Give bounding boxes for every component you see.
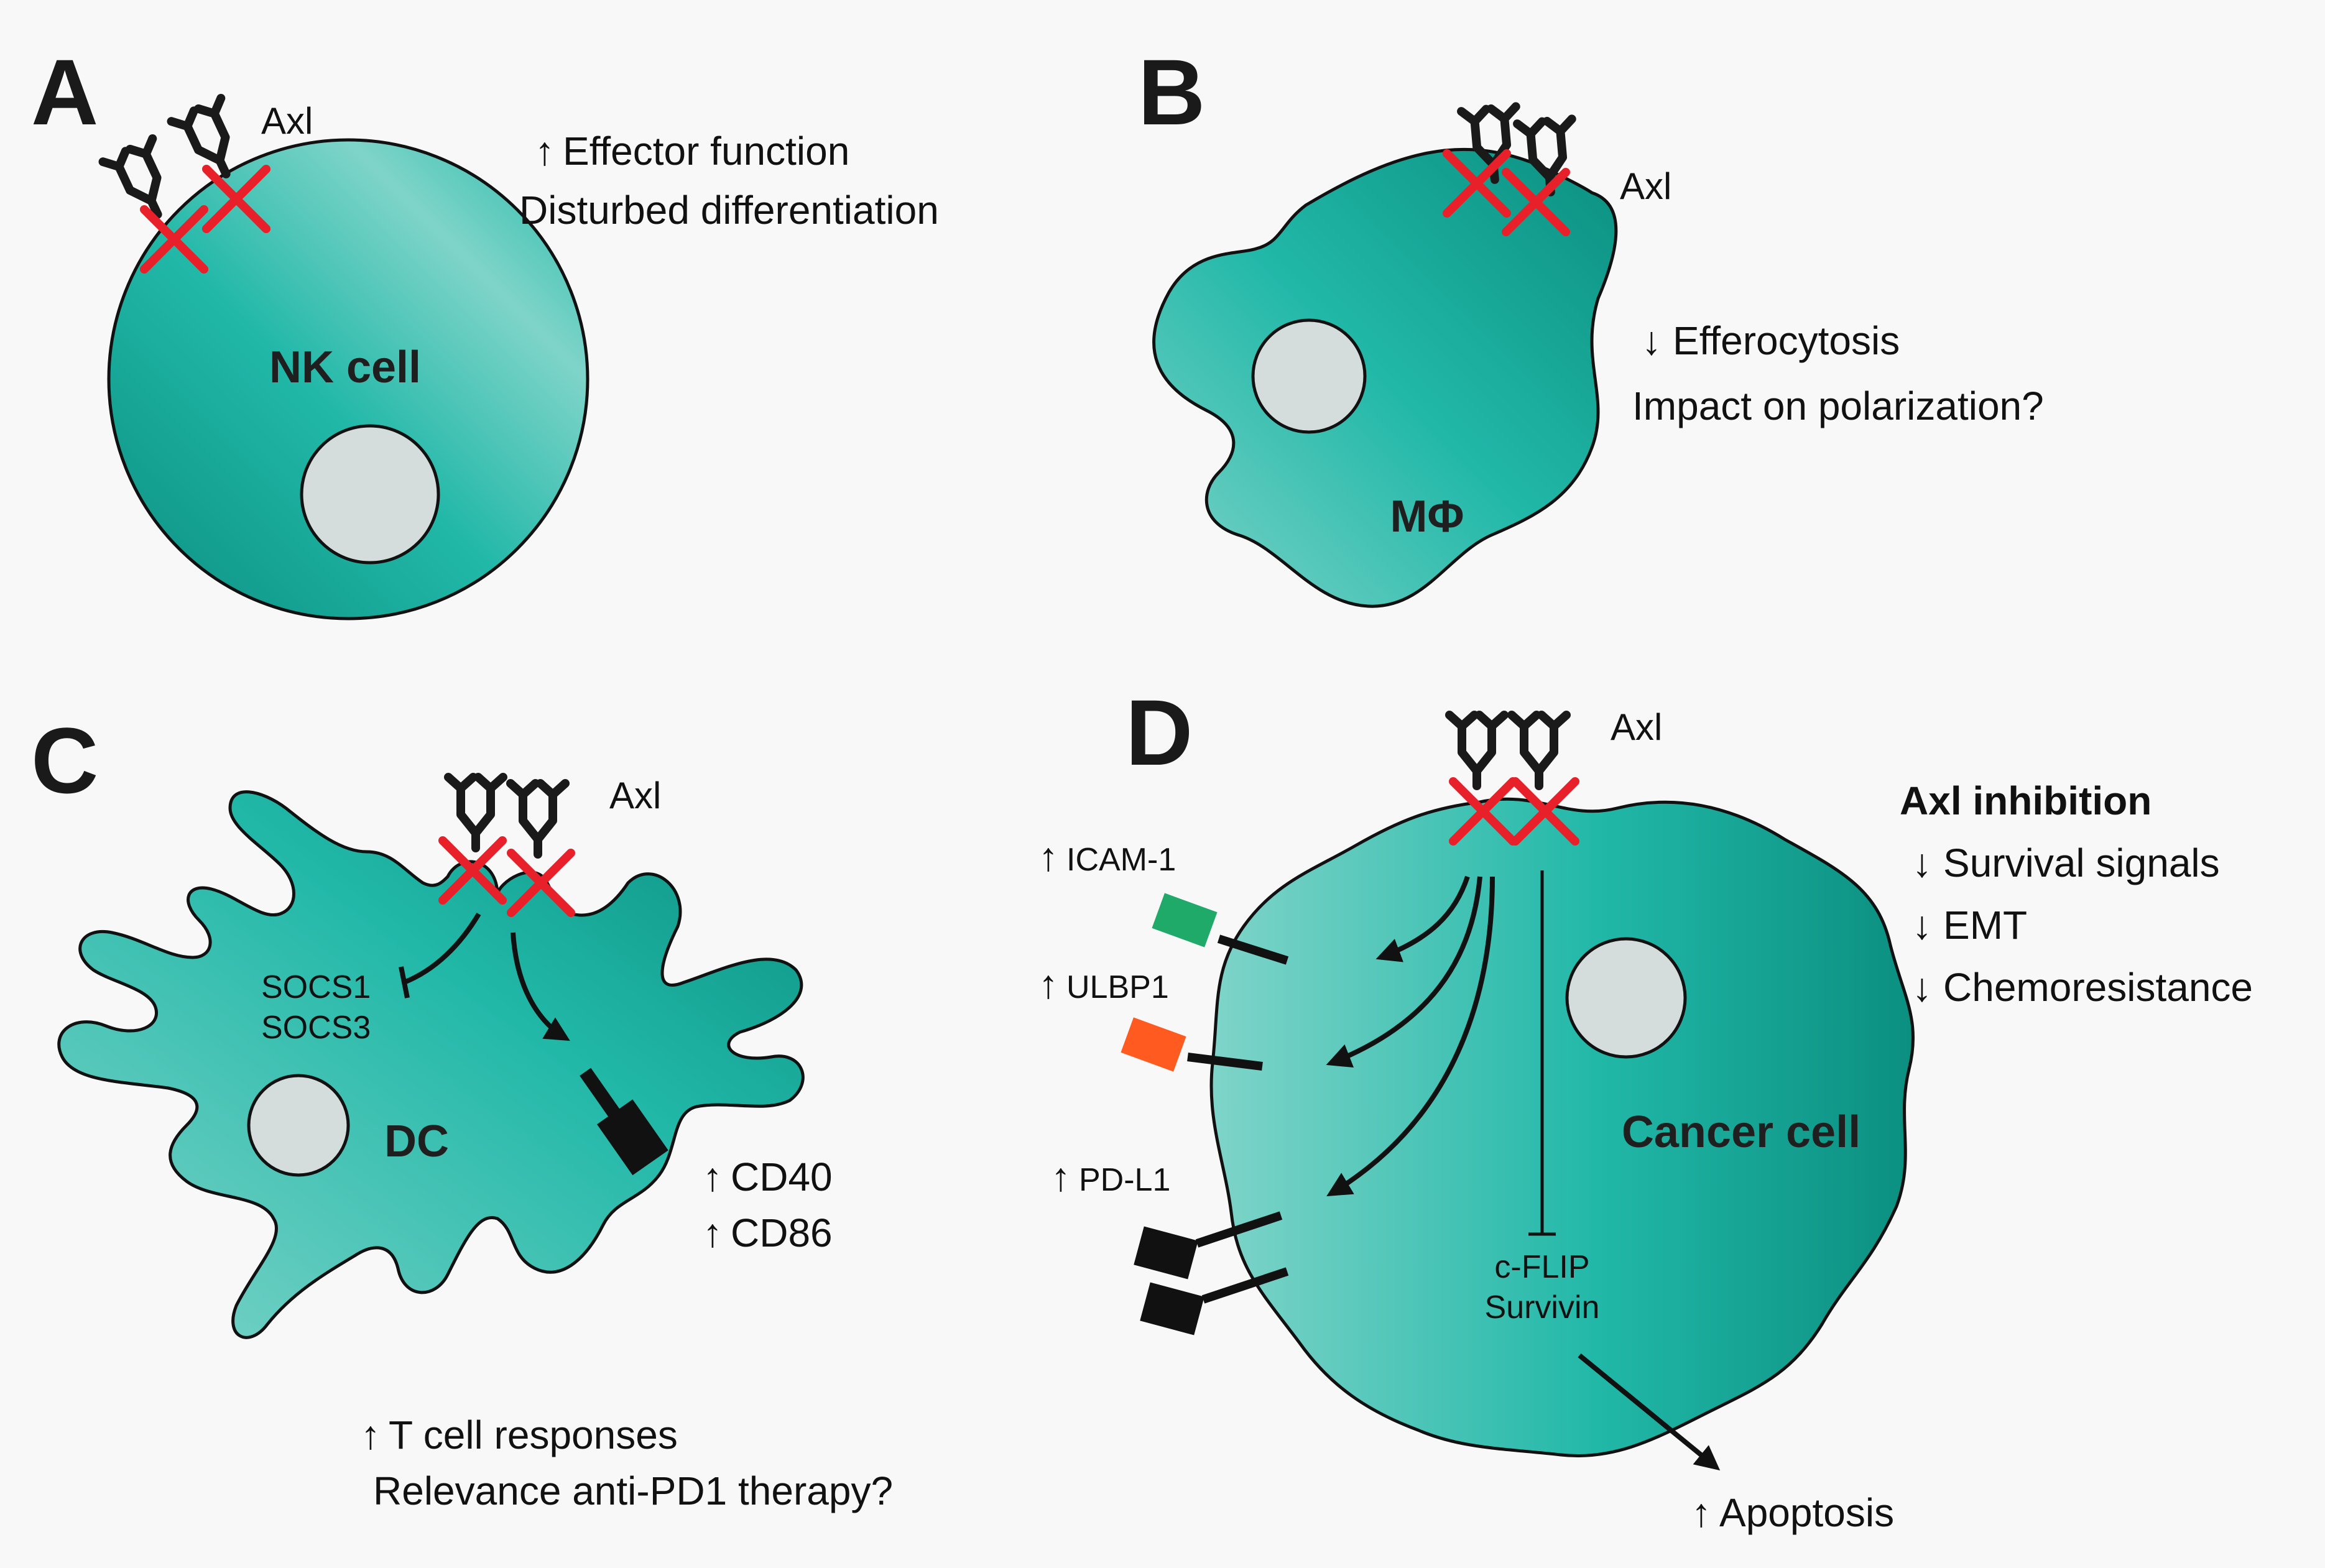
pdl1-marker-2 [1140, 1282, 1204, 1335]
icam1-label: ICAM-1 [1066, 842, 1176, 878]
up-arrow-icon: ↑ [1051, 1155, 1071, 1199]
nk-cell-label: NK cell [269, 343, 421, 392]
axl-receptor-d1 [1449, 715, 1504, 786]
axl-receptor-d2 [1512, 715, 1566, 786]
up-arrow-icon: ↑ [703, 1211, 723, 1255]
inhibition-effect-1: Survival signals [1943, 841, 2220, 885]
effect-a-2: Disturbed differentiation [519, 188, 939, 233]
icam1-stalk [1217, 934, 1289, 965]
effect-a-1: Effector function [563, 129, 849, 173]
axl-label-a: Axl [261, 100, 313, 142]
macrophage-nucleus [1251, 318, 1367, 434]
nk-cell-body [107, 138, 589, 620]
ulbp1-stalk [1187, 1053, 1263, 1071]
effect-b-1: Efferocytosis [1673, 318, 1900, 363]
pdl1-arrow [1326, 876, 1495, 1197]
dc-nucleus [247, 1074, 350, 1177]
effect-c-1: T cell responses [389, 1413, 678, 1457]
socs-inhibition-bar [399, 966, 410, 998]
cancer-cell-nucleus [1565, 937, 1687, 1059]
dc-label: DC [384, 1117, 449, 1166]
pdl1-stalk-2 [1201, 1267, 1289, 1304]
cancer-cell-body [1209, 797, 1915, 1458]
survivin-label: Survivin [1485, 1289, 1600, 1326]
apoptosis-label: Apoptosis [1719, 1490, 1894, 1535]
axl-label-c: Axl [609, 775, 661, 816]
inhibition-effect-3: Chemoresistance [1943, 965, 2253, 1010]
nk-cell-nucleus [300, 424, 440, 565]
up-arrow-icon: ↑ [361, 1413, 381, 1457]
axl-label-b: Axl [1620, 165, 1671, 207]
up-arrow-icon: ↑ [1038, 834, 1058, 879]
effect-b-2: Impact on polarization? [1632, 384, 2044, 428]
down-arrow-icon: ↓ [1642, 318, 1662, 363]
cancer-cell-label: Cancer cell [1622, 1107, 1860, 1157]
panel-d: D Cancer cell Axl ↑ ICAM-1 ↑ ULBP1 [1038, 680, 2253, 1535]
up-arrow-icon: ↑ [1038, 962, 1058, 1007]
icam1-arrow [1375, 875, 1470, 962]
axl-receptor-c2 [511, 783, 565, 854]
panel-b: B MΦ Axl ↓ Efferocytosis Impact on polar… [1138, 40, 2044, 608]
panel-c-letter: C [31, 708, 98, 813]
up-arrow-icon: ↑ [1691, 1490, 1711, 1535]
ulbp1-marker [1121, 1017, 1186, 1072]
cd40-receptor-block [580, 1068, 668, 1176]
socs-inhibition-line [403, 912, 481, 985]
icam1-marker [1152, 893, 1218, 948]
socs3-label: SOCS3 [261, 1010, 371, 1046]
up-arrow-icon: ↑ [535, 129, 555, 173]
panel-a-letter: A [31, 40, 98, 144]
cd86-label: CD86 [731, 1211, 833, 1255]
down-arrow-icon: ↓ [1912, 903, 1932, 948]
axl-label-d: Axl [1611, 706, 1662, 748]
macrophage-body [1152, 147, 1618, 608]
macrophage-label: MΦ [1390, 492, 1464, 542]
dendritic-cell-body [57, 790, 805, 1339]
cd40-activation-arrow [511, 932, 570, 1041]
pdl1-marker-1 [1134, 1226, 1198, 1280]
apoptosis-arrow [1578, 1353, 1721, 1471]
cd40-label: CD40 [731, 1155, 833, 1199]
down-arrow-icon: ↓ [1912, 965, 1932, 1010]
axl-inhibition-title: Axl inhibition [1900, 778, 2152, 823]
ulbp1-label: ULBP1 [1066, 969, 1169, 1005]
up-arrow-icon: ↑ [703, 1155, 723, 1199]
pdl1-stalk-1 [1195, 1211, 1283, 1248]
down-arrow-icon: ↓ [1912, 841, 1932, 885]
ulbp1-arrow [1326, 876, 1482, 1068]
inhibition-effect-2: EMT [1943, 903, 2027, 948]
socs1-label: SOCS1 [261, 969, 371, 1005]
effect-c-2: Relevance anti-PD1 therapy? [373, 1469, 893, 1513]
pdl1-label: PD-L1 [1079, 1162, 1170, 1198]
panel-b-letter: B [1138, 40, 1205, 144]
panel-d-letter: D [1126, 680, 1193, 785]
axl-receptor-c1 [448, 777, 503, 848]
panel-c: C DC Axl SOCS1 SOCS3 ↑ CD40 ↑ CD86 ↑ T c… [31, 708, 893, 1513]
panel-a: A NK cell Axl ↑ Effector function Distur… [31, 40, 939, 620]
cflip-label: c-FLIP [1494, 1249, 1589, 1285]
